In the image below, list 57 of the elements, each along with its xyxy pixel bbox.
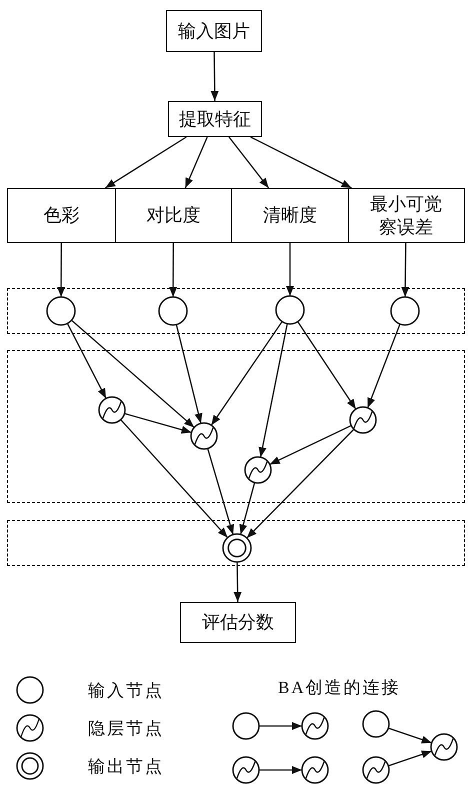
- arrow: [250, 136, 352, 189]
- arrow: [228, 136, 270, 188]
- legend-label: BA创造的连接: [278, 677, 401, 699]
- input-node-circle: [232, 712, 260, 740]
- process-box: 最小可觉察误差: [348, 188, 464, 243]
- arrow: [210, 52, 219, 101]
- arrow: [286, 243, 294, 296]
- arrow: [71, 320, 195, 428]
- hidden-node-circle: [348, 406, 376, 434]
- arrow: [124, 412, 192, 434]
- arrow: [297, 321, 356, 410]
- arrow: [258, 324, 288, 458]
- arrow: [401, 243, 410, 297]
- arrow: [176, 324, 202, 424]
- arrow: [269, 425, 352, 465]
- hidden-node-circle: [430, 733, 458, 761]
- legend-label: 输入节点: [88, 680, 164, 702]
- arrow: [210, 321, 283, 426]
- input-node-circle: [362, 710, 390, 738]
- process-box: 色彩: [7, 188, 116, 243]
- process-box: 提取特征: [168, 101, 262, 137]
- arrow: [169, 243, 178, 297]
- legend-label: 输出节点: [88, 756, 164, 778]
- dashed-layer-band: [7, 288, 465, 334]
- dashed-layer-band: [7, 350, 465, 503]
- input-node-circle: [158, 296, 188, 326]
- arrow: [184, 136, 208, 188]
- hidden-node-circle: [301, 756, 329, 784]
- dashed-layer-band: [7, 520, 465, 566]
- arrow: [388, 728, 432, 744]
- hidden-node-circle: [190, 422, 218, 450]
- hidden-node-circle: [301, 712, 329, 740]
- input-node-circle: [46, 296, 76, 326]
- hidden-node-circle: [362, 756, 390, 784]
- process-box: 清晰度: [231, 188, 349, 243]
- arrow: [234, 562, 242, 602]
- arrow: [259, 766, 302, 774]
- arrow: [259, 722, 302, 730]
- arrow: [239, 482, 256, 535]
- legend-label: 隐层节点: [88, 718, 164, 740]
- hidden-node-circle: [244, 456, 272, 484]
- process-box: 输入图片: [166, 10, 262, 52]
- process-box: 评估分数: [180, 602, 296, 643]
- process-box: 对比度: [114, 188, 232, 243]
- arrow: [120, 419, 228, 538]
- arrow: [57, 243, 66, 297]
- arrow: [367, 324, 401, 408]
- arrow: [207, 448, 234, 535]
- input-node-circle: [390, 296, 420, 326]
- arrow: [388, 750, 432, 766]
- arrow: [66, 323, 107, 399]
- output-node-circle: [222, 532, 252, 562]
- arrow: [246, 428, 354, 538]
- input-node-circle: [274, 294, 304, 324]
- arrow: [104, 136, 187, 189]
- hidden-node-circle: [98, 396, 126, 424]
- hidden-node-circle: [232, 756, 260, 784]
